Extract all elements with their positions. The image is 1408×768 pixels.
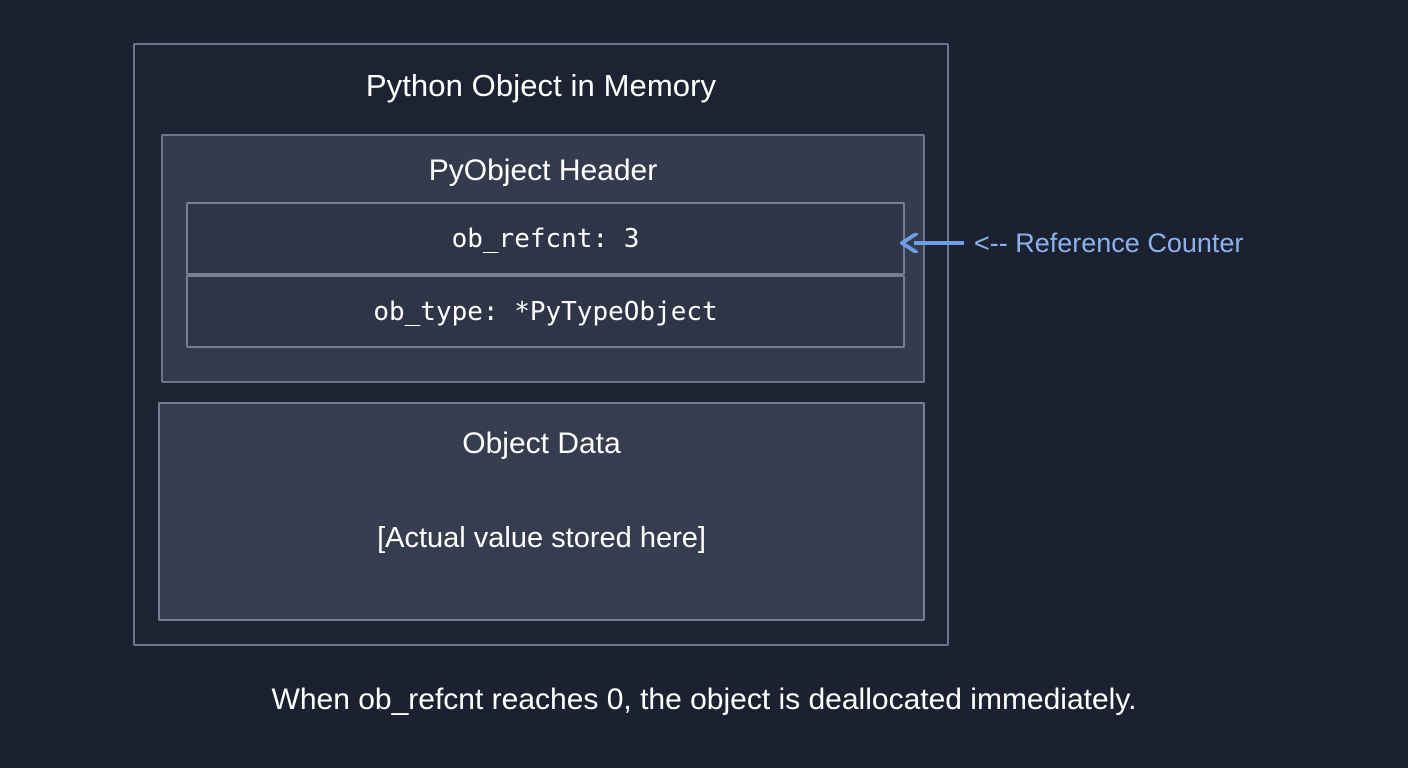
python-object-box: Python Object in Memory PyObject Header … [133, 43, 949, 646]
pyobject-header-panel: PyObject Header ob_refcnt: 3 ob_type: *P… [161, 134, 925, 383]
left-arrow-icon [898, 233, 964, 253]
ob-type-label: ob_type: *PyTypeObject [373, 296, 718, 327]
reference-counter-annotation: <-- Reference Counter [898, 224, 1243, 262]
pyobject-header-title: PyObject Header [428, 154, 658, 187]
diagram-caption: When ob_refcnt reaches 0, the object is … [271, 683, 1137, 716]
object-data-value: [Actual value stored here] [377, 522, 706, 554]
field-row-ob-refcnt: ob_refcnt: 3 [186, 202, 905, 275]
python-object-box-title: Python Object in Memory [365, 68, 717, 103]
object-data-title: Object Data [462, 427, 621, 460]
object-data-panel: Object Data [Actual value stored here] [158, 402, 925, 621]
field-row-ob-type: ob_type: *PyTypeObject [186, 275, 905, 348]
ob-refcnt-label: ob_refcnt: 3 [451, 223, 640, 254]
reference-counter-label: <-- Reference Counter [974, 228, 1244, 258]
